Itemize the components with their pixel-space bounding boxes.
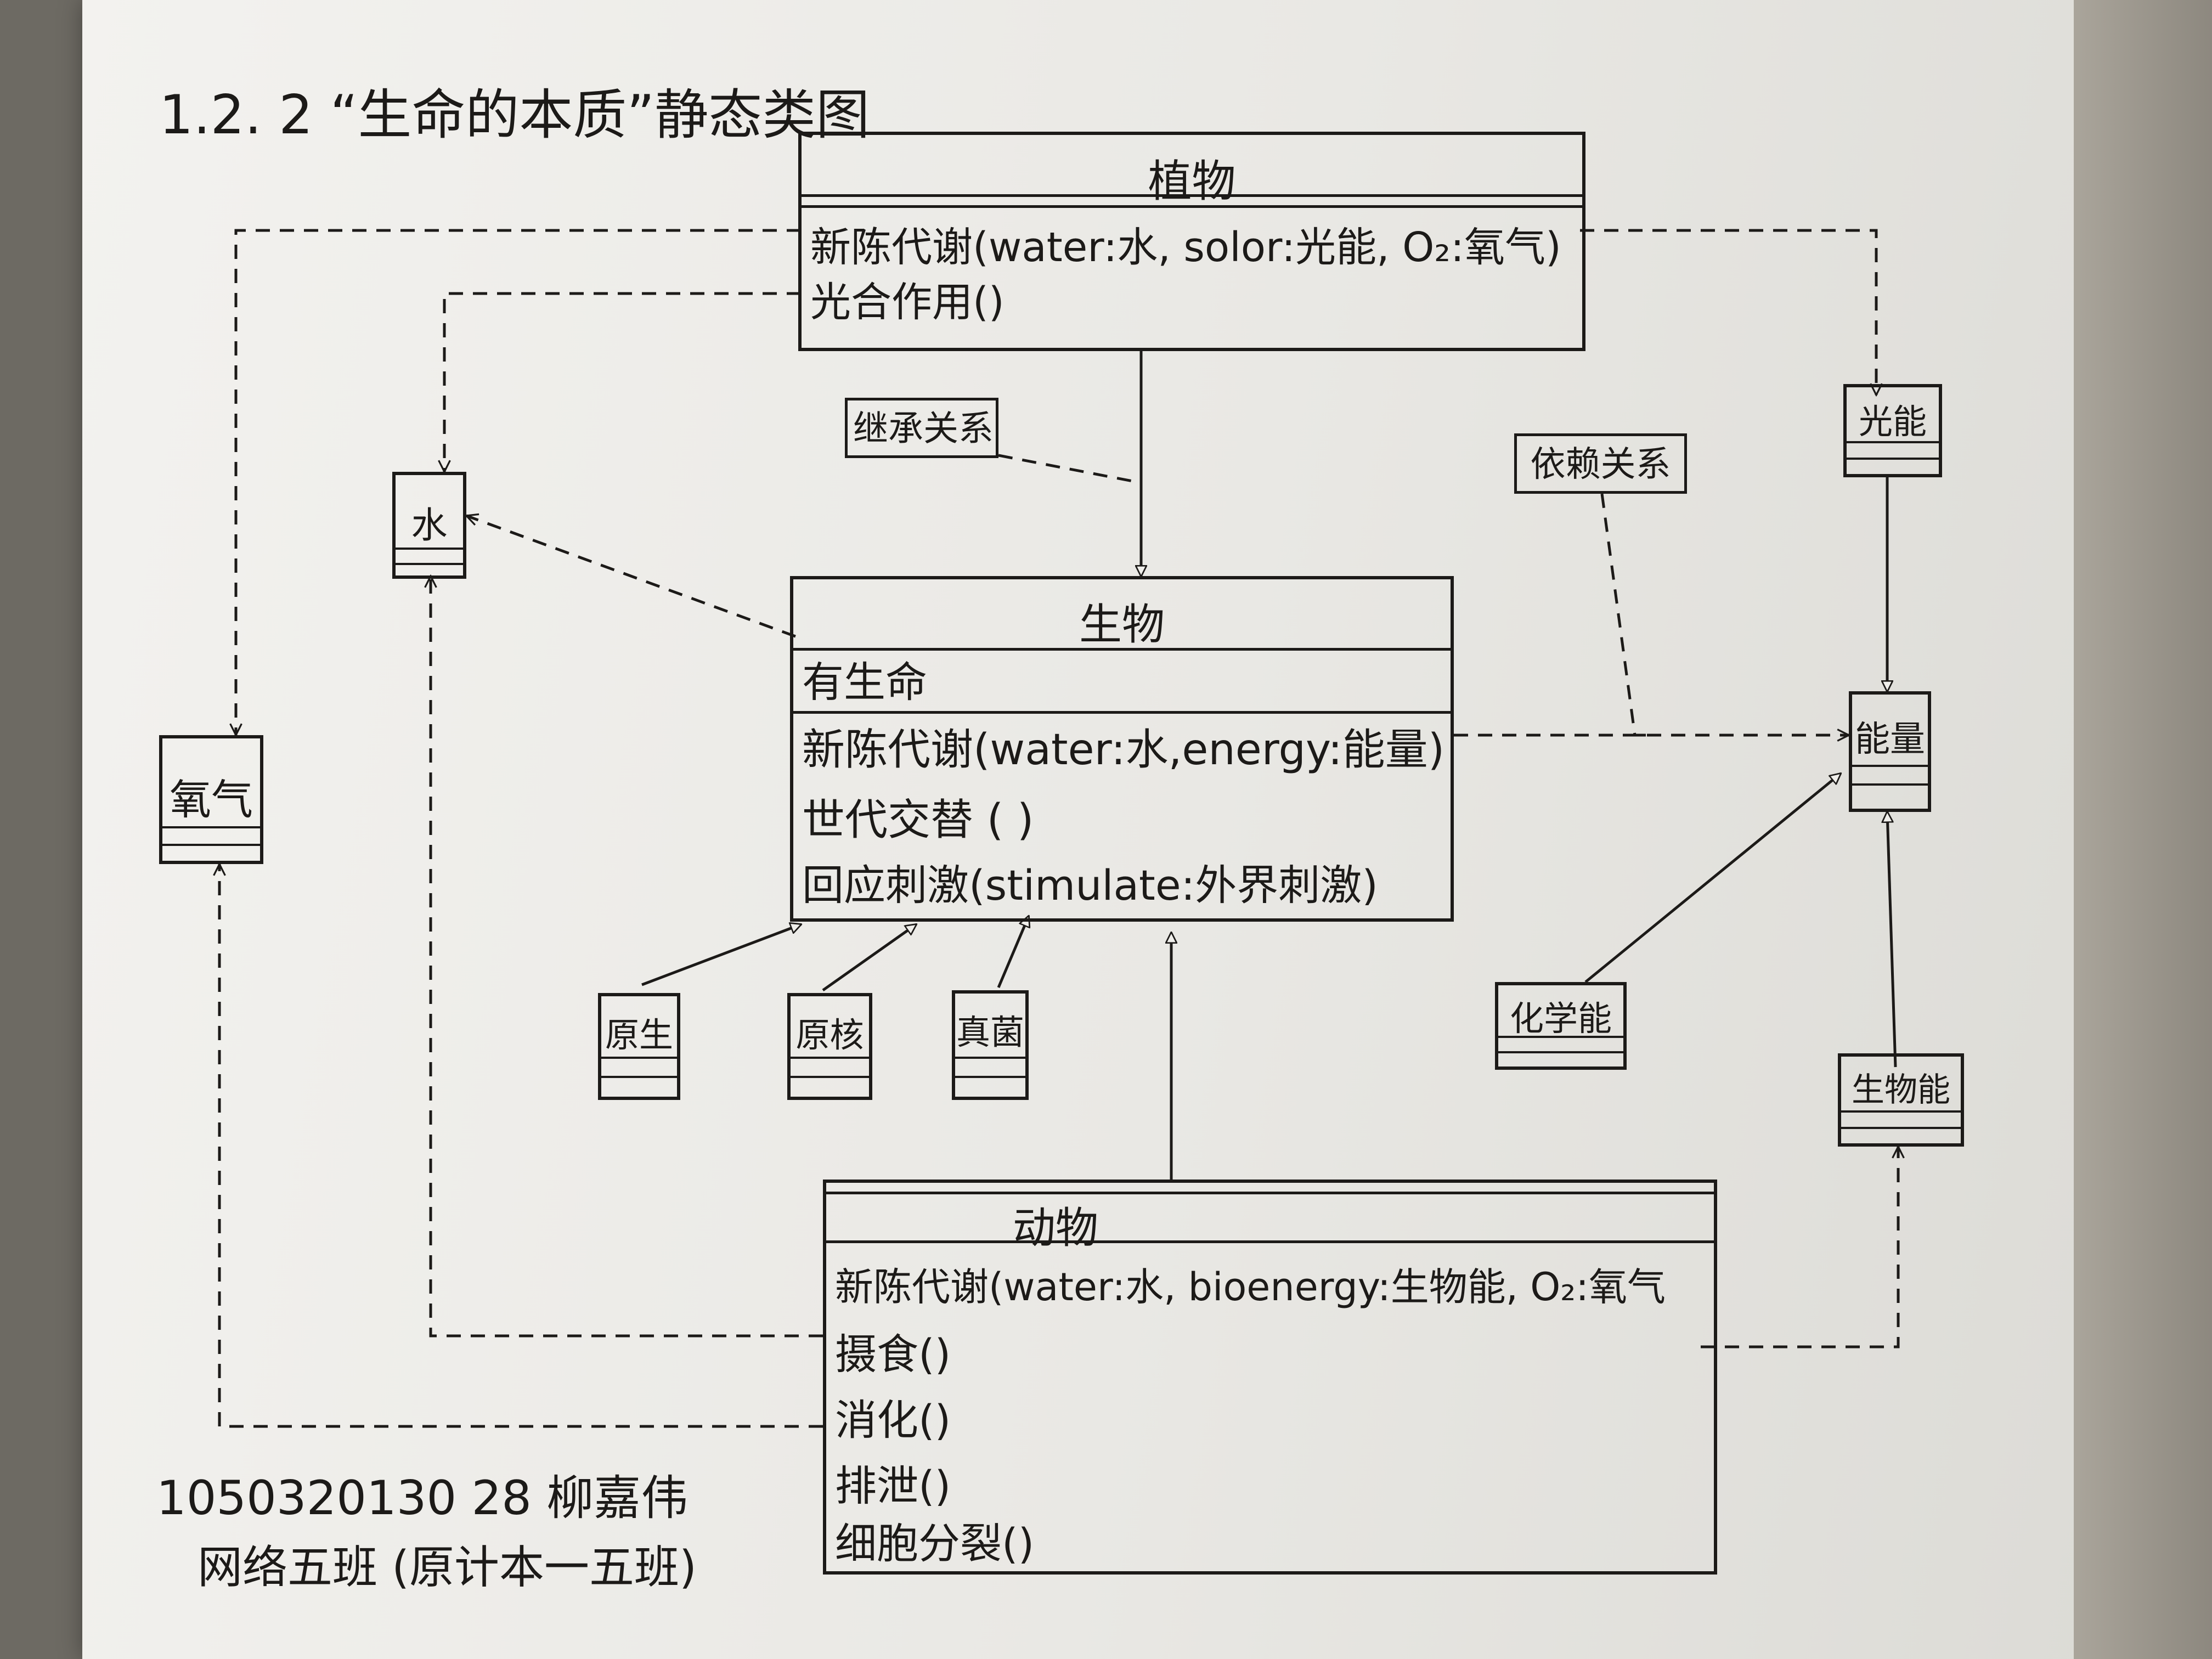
organism-method-separator — [793, 711, 1451, 714]
organism-attr-separator — [793, 648, 1451, 651]
bio-inherits-energy — [1887, 812, 1897, 1068]
animal-method-separator — [826, 1240, 1714, 1243]
plant-dep-water — [444, 292, 801, 472]
plant-class-name: 植物 — [1148, 156, 1236, 207]
inheritance-note-anchor — [998, 454, 1142, 484]
protist-separator — [601, 1057, 677, 1059]
organism-class[interactable]: 生物 有生命 新陈代谢(water:水,energy:能量) 世代交替 ( ) … — [790, 576, 1454, 922]
chemical-energy-separator — [1498, 1036, 1623, 1038]
animal-method: 排泄() — [835, 1462, 951, 1510]
plant-method-separator — [802, 205, 1582, 208]
fungi-class-name: 真菌 — [956, 1012, 1024, 1052]
water-class-name: 水 — [411, 504, 448, 546]
author-id-name: 1050320130 28 柳嘉伟 — [156, 1471, 689, 1526]
protist-class[interactable]: 原生 — [598, 993, 680, 1100]
animal-class-name: 动物 — [1013, 1204, 1099, 1253]
water-class[interactable]: 水 — [392, 472, 466, 579]
bioenergy-class-name: 生物能 — [1852, 1071, 1950, 1109]
prokaryote-class[interactable]: 原核 — [787, 993, 872, 1100]
light-energy-separator — [1847, 458, 1939, 460]
organism-attribute: 有生命 — [802, 658, 927, 707]
energy-class-name: 能量 — [1855, 719, 1925, 760]
energy-class[interactable]: 能量 — [1849, 691, 1931, 812]
fungi-class[interactable]: 真菌 — [952, 990, 1029, 1100]
protist-inherits-organism — [641, 924, 801, 986]
plant-method: 光合作用() — [810, 279, 1005, 326]
dependency-note: 依赖关系 — [1514, 433, 1687, 494]
chemical-inherits-energy — [1584, 774, 1841, 983]
light-energy-class-name: 光能 — [1858, 402, 1927, 442]
chemical-energy-class-name: 化学能 — [1509, 998, 1612, 1039]
animal-attr-separator — [826, 1192, 1714, 1194]
water-separator — [396, 548, 463, 550]
animal-dep-oxygen — [219, 864, 823, 1428]
dependency-note-anchor — [1600, 493, 1646, 737]
fungi-separator — [955, 1076, 1025, 1078]
oxygen-separator — [162, 826, 260, 828]
prokaryote-separator — [791, 1057, 869, 1059]
oxygen-class-name: 氧气 — [170, 775, 253, 824]
bioenergy-separator — [1841, 1110, 1961, 1113]
chemical-energy-class[interactable]: 化学能 — [1495, 982, 1627, 1070]
animal-class[interactable]: 动物 新陈代谢(water:水, bioenergy:生物能, O₂:氧气 摄食… — [823, 1180, 1717, 1575]
animal-dep-water — [431, 576, 823, 1338]
plant-dep-oxygen — [236, 229, 801, 735]
fungi-inherits-organism — [997, 916, 1029, 988]
animal-dep-bioenergy — [1701, 1147, 1898, 1348]
plant-method: 新陈代谢(water:水, solor:光能, O₂:氧气) — [810, 224, 1561, 271]
organism-method: 世代交替 ( ) — [802, 795, 1034, 845]
author-class: 网络五班 (原计本一五班) — [198, 1542, 697, 1594]
animal-method: 新陈代谢(water:水, bioenergy:生物能, O₂:氧气 — [835, 1265, 1666, 1310]
organism-method: 新陈代谢(water:水,energy:能量) — [802, 725, 1445, 775]
oxygen-separator — [162, 844, 260, 846]
bioenergy-class[interactable]: 生物能 — [1838, 1053, 1964, 1147]
organism-class-name: 生物 — [1079, 600, 1165, 650]
plant-dep-light — [1580, 229, 1876, 395]
organism-method: 回应刺激(stimulate:外界刺激) — [802, 861, 1378, 910]
organism-dep-water — [466, 516, 796, 638]
prokaryote-class-name: 原核 — [795, 1015, 864, 1055]
chemical-energy-separator — [1498, 1051, 1623, 1053]
diagram-title: 1.2. 2 “生命的本质”静态类图 — [159, 84, 870, 146]
protist-class-name: 原生 — [605, 1015, 673, 1055]
oxygen-class[interactable]: 氧气 — [159, 735, 263, 864]
plant-attr-separator — [802, 194, 1582, 197]
animal-method: 摄食() — [835, 1330, 951, 1379]
fungi-separator — [955, 1057, 1025, 1059]
protist-separator — [601, 1076, 677, 1078]
inheritance-note: 继承关系 — [845, 398, 998, 458]
paper-sheet — [82, 0, 2101, 1659]
energy-separator — [1852, 783, 1928, 786]
animal-method: 消化() — [835, 1396, 951, 1444]
plant-class[interactable]: 植物 新陈代谢(water:水, solor:光能, O₂:氧气) 光合作用() — [798, 132, 1585, 351]
energy-separator — [1852, 765, 1928, 767]
animal-method: 细胞分裂() — [835, 1519, 1035, 1568]
prokaryote-separator — [791, 1076, 869, 1078]
water-separator — [396, 563, 463, 565]
light-energy-separator — [1847, 441, 1939, 443]
light-energy-class[interactable]: 光能 — [1843, 384, 1942, 477]
bioenergy-separator — [1841, 1127, 1961, 1129]
prokaryote-inherits-organism — [822, 924, 916, 992]
background-card — [2074, 0, 2212, 1659]
